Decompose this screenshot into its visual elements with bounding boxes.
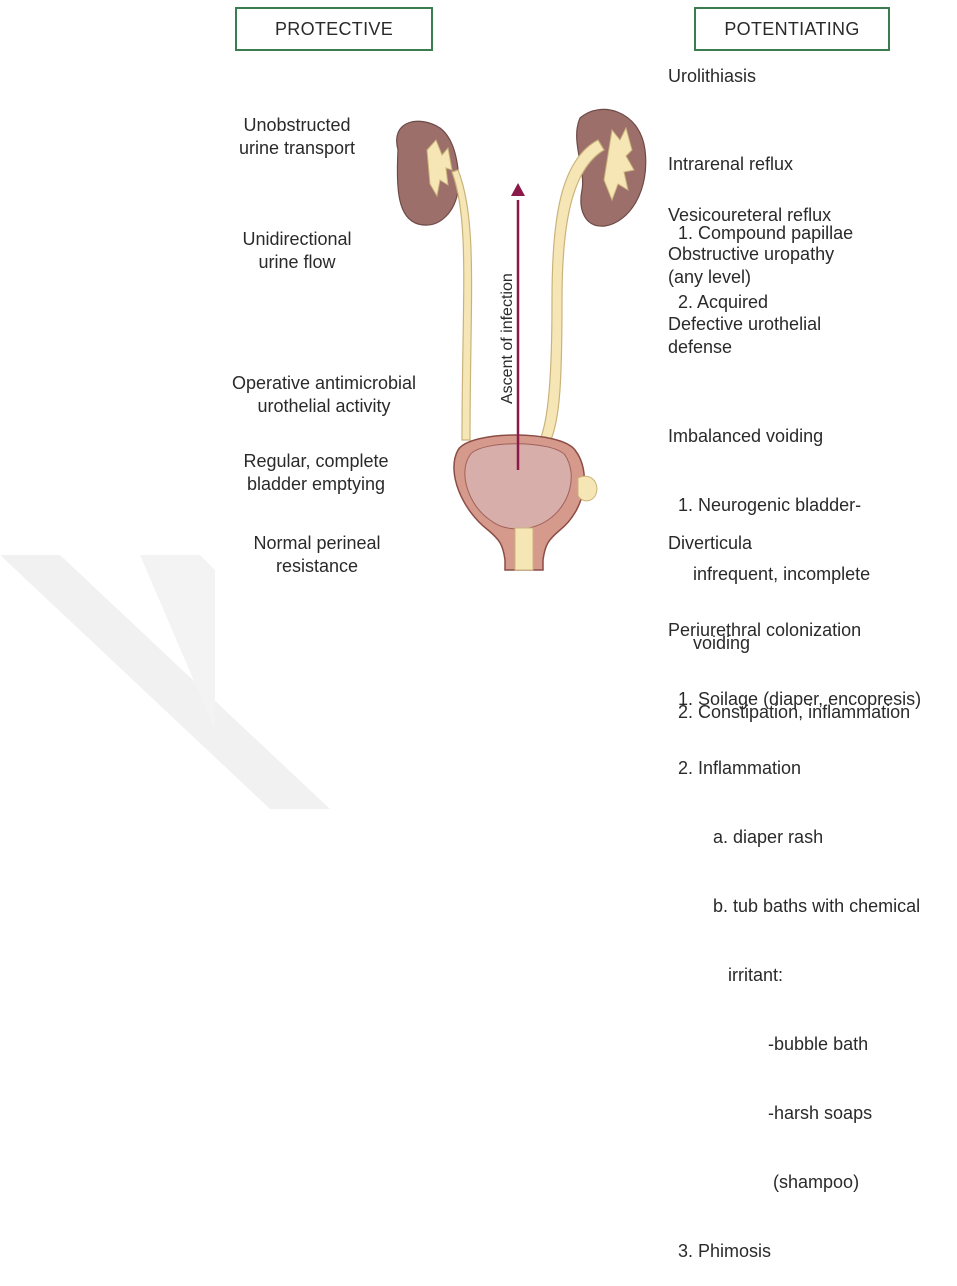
periurethral-item: a. diaper rash	[668, 826, 921, 849]
protective-header-label: PROTECTIVE	[275, 19, 393, 40]
potentiating-obstructive-uropathy: Obstructive uropathy (any level)	[668, 243, 834, 289]
bladder-appendage	[578, 476, 597, 501]
potentiating-header: POTENTIATING	[694, 7, 890, 51]
periurethral-item: -harsh soaps	[668, 1102, 921, 1125]
potentiating-urolithiasis: Urolithiasis	[668, 65, 756, 88]
urethra	[515, 528, 533, 570]
protective-item-antimicrobial: Operative antimicrobial urothelial activ…	[208, 372, 440, 418]
protective-item-emptying: Regular, complete bladder emptying	[222, 450, 410, 496]
periurethral-item: irritant:	[668, 964, 921, 987]
left-ureter	[452, 170, 472, 440]
periurethral-item: b. tub baths with chemical	[668, 895, 921, 918]
periurethral-item: 1. Soilage (diaper, encopresis)	[668, 688, 921, 711]
imbalanced-title: Imbalanced voiding	[668, 425, 910, 448]
potentiating-vesicoureteral-reflux: Vesicoureteral reflux	[668, 204, 831, 227]
left-kidney	[397, 121, 459, 225]
potentiating-header-label: POTENTIATING	[724, 19, 859, 40]
periurethral-item: -bubble bath	[668, 1033, 921, 1056]
imbalanced-item: 1. Neurogenic bladder-	[668, 494, 910, 517]
intrarenal-item: 2. Acquired	[668, 291, 853, 314]
periurethral-item: 3. Phimosis	[668, 1240, 921, 1263]
potentiating-diverticula: Diverticula	[668, 532, 752, 555]
protective-item-perineal: Normal perineal resistance	[232, 532, 402, 578]
ascent-arrow-label: Ascent of infection	[499, 273, 516, 404]
periurethral-title: Periurethral colonization	[668, 619, 921, 642]
potentiating-periurethral-colonization: Periurethral colonization 1. Soilage (di…	[668, 573, 921, 1286]
ascent-arrow-head	[511, 183, 525, 196]
protective-header: PROTECTIVE	[235, 7, 433, 51]
periurethral-item: (shampoo)	[668, 1171, 921, 1194]
protective-item-flow: Unidirectional urine flow	[222, 228, 372, 274]
potentiating-defective-defense: Defective urothelial defense	[668, 313, 821, 359]
intrarenal-title: Intrarenal reflux	[668, 153, 853, 176]
protective-item-transport: Unobstructed urine transport	[222, 114, 372, 160]
periurethral-item: 2. Inflammation	[668, 757, 921, 780]
